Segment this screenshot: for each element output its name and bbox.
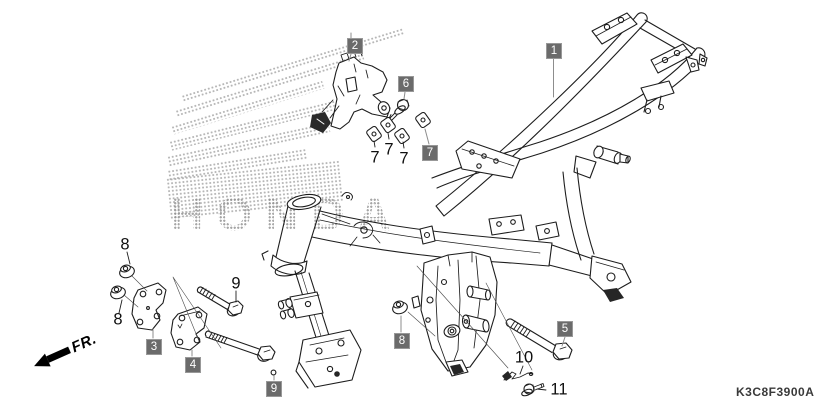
callout-number-10: 10 [514,348,534,367]
callout-box-7: 7 [422,145,438,161]
mount-rubbers-7 [366,111,431,145]
callout-box-5: 5 [557,321,573,337]
bracket-bolt-6 [389,98,410,121]
callout-number-7: 7 [370,148,380,167]
frame-main [261,12,708,389]
callout-number-7: 7 [399,149,409,168]
callout-box-3: 3 [146,339,162,355]
indicator-lines [123,265,533,371]
callout-box-8: 8 [394,333,410,349]
hanger-bolts-9 [196,286,276,362]
engine-hanger-plate-3 [131,282,167,331]
callout-leaders [152,32,566,381]
number-leaders [118,132,547,391]
callout-number-8: 8 [120,235,130,254]
callout-number-11: 11 [550,380,568,399]
callout-number-8: 8 [113,310,123,329]
bracket-part-2 [310,49,391,133]
callout-box-1: 1 [546,43,562,59]
callout-number-9: 9 [231,274,241,293]
callout-box-4: 4 [185,357,201,373]
engine-hanger-plate-4 [170,306,208,351]
bolt-11 [521,383,545,397]
callout-box-6: 6 [398,76,414,92]
callout-box-9: 9 [266,381,282,397]
mount-nuts-8 [110,264,408,315]
diagram-code: K3C8F3900A [736,385,815,399]
callout-box-2: 2 [347,38,363,54]
callout-number-7: 7 [384,140,394,159]
engine-bolt-5 [505,318,573,361]
clip-10 [502,371,534,381]
